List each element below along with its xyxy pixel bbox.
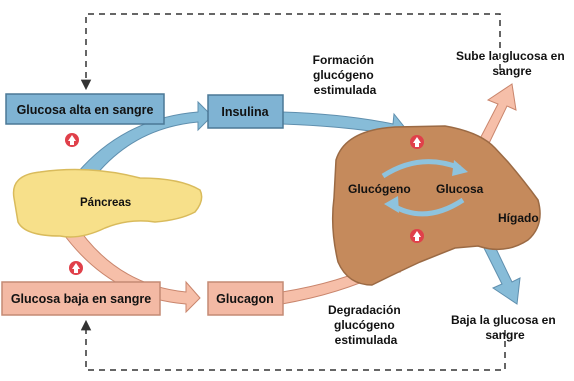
glucose-label: Glucosa <box>436 182 484 196</box>
pancreas-label: Páncreas <box>80 197 131 209</box>
low-glucose-label: Glucosa baja en sangre <box>11 292 151 306</box>
formation-label: Formación glucógeno estimulada <box>313 53 378 97</box>
fall-label: Baja la glucosa en sangre <box>451 313 559 342</box>
rise-label: Sube la glucosa en sangre <box>456 49 568 78</box>
marker-liver-bottom <box>410 229 424 243</box>
feedback-loop-bottom <box>86 322 505 370</box>
marker-high-glucose <box>65 133 79 147</box>
insulin-label: Insulina <box>221 105 269 119</box>
degradation-label: Degradación glucógeno estimulada <box>328 303 404 347</box>
glucagon-label: Glucagon <box>216 292 274 306</box>
liver <box>333 126 540 285</box>
liver-label: Hígado <box>498 211 539 225</box>
feedback-loop-top <box>86 14 500 88</box>
marker-liver-top <box>410 135 424 149</box>
marker-low-glucose <box>69 261 83 275</box>
high-glucose-label: Glucosa alta en sangre <box>17 103 154 117</box>
glycogen-label: Glucógeno <box>348 182 411 196</box>
